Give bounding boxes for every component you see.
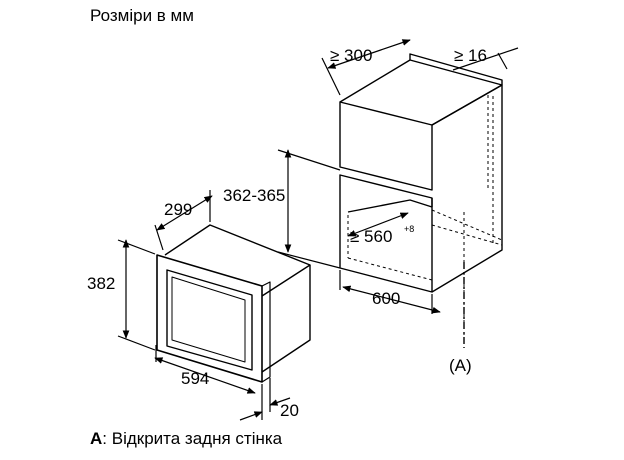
dimension-lines — [117, 39, 519, 421]
upper-cabinet-front — [339, 101, 433, 191]
footnote-key: A — [90, 429, 103, 448]
label-niche-width: 600 — [372, 289, 400, 308]
dim-niche-depth — [347, 212, 409, 237]
label-niche-depth-tolerance: +8 — [404, 224, 414, 234]
upper-cabinet-top — [339, 59, 503, 126]
label-cabinet-depth: ≥ 300 — [330, 46, 372, 65]
footnote: A: Відкрита задня стінка — [90, 429, 282, 449]
label-appliance-depth: 299 — [164, 200, 192, 219]
label-niche-height: 362-365 — [223, 186, 285, 205]
appliance — [156, 224, 311, 383]
label-niche-depth: ≥ 560 — [350, 227, 392, 246]
label-appliance-width: 594 — [181, 369, 209, 388]
dim-cabinet-depth — [327, 39, 411, 69]
label-front-depth: 20 — [280, 401, 299, 420]
upper-cabinet-edge — [431, 84, 503, 126]
appliance-front-frame — [156, 254, 263, 383]
appliance-door — [166, 269, 253, 371]
dim-appliance-depth — [156, 195, 213, 231]
footnote-text: : Відкрита задня стінка — [102, 429, 283, 448]
label-appliance-height: 382 — [87, 274, 115, 293]
cabinet-right-side — [431, 85, 503, 293]
dim-appliance-width — [154, 357, 256, 394]
cabinet — [339, 53, 503, 293]
diagram-title: Розміри в мм — [90, 6, 194, 25]
dim-rear-gap — [452, 47, 519, 71]
label-open-back-marker: (A) — [449, 356, 472, 375]
label-rear-gap: ≥ 16 — [454, 46, 487, 65]
dim-front-depth — [239, 411, 263, 421]
dim-niche-width — [342, 285, 441, 314]
